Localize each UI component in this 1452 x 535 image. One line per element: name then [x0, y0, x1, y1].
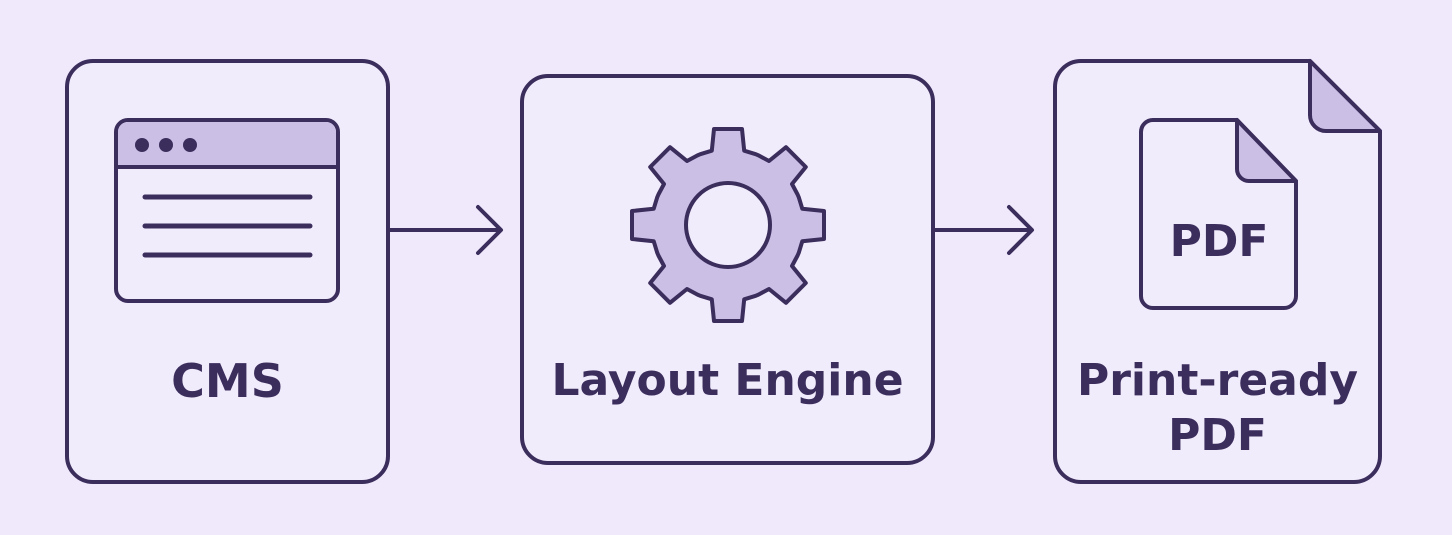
node-label-cms: CMS: [171, 354, 284, 408]
node-label-print-ready: Print-ready: [1076, 355, 1359, 406]
pdf-icon-text: PDF: [1170, 216, 1269, 267]
edge-arrow-layout-to-pdf: [933, 205, 1034, 255]
browser-window-icon: [114, 118, 340, 303]
pdf-file-icon: PDF: [1139, 118, 1298, 310]
gear-icon: [630, 127, 826, 323]
node-label-pdf: PDF: [1168, 410, 1267, 461]
node-print-ready-pdf: PDF: [1053, 59, 1382, 484]
node-layout-engine: [520, 74, 935, 465]
node-cms: [65, 59, 390, 484]
edge-arrow-cms-to-layout: [388, 205, 503, 255]
gear-hole: [684, 181, 772, 269]
node-label-layout-engine: Layout Engine: [551, 355, 904, 406]
